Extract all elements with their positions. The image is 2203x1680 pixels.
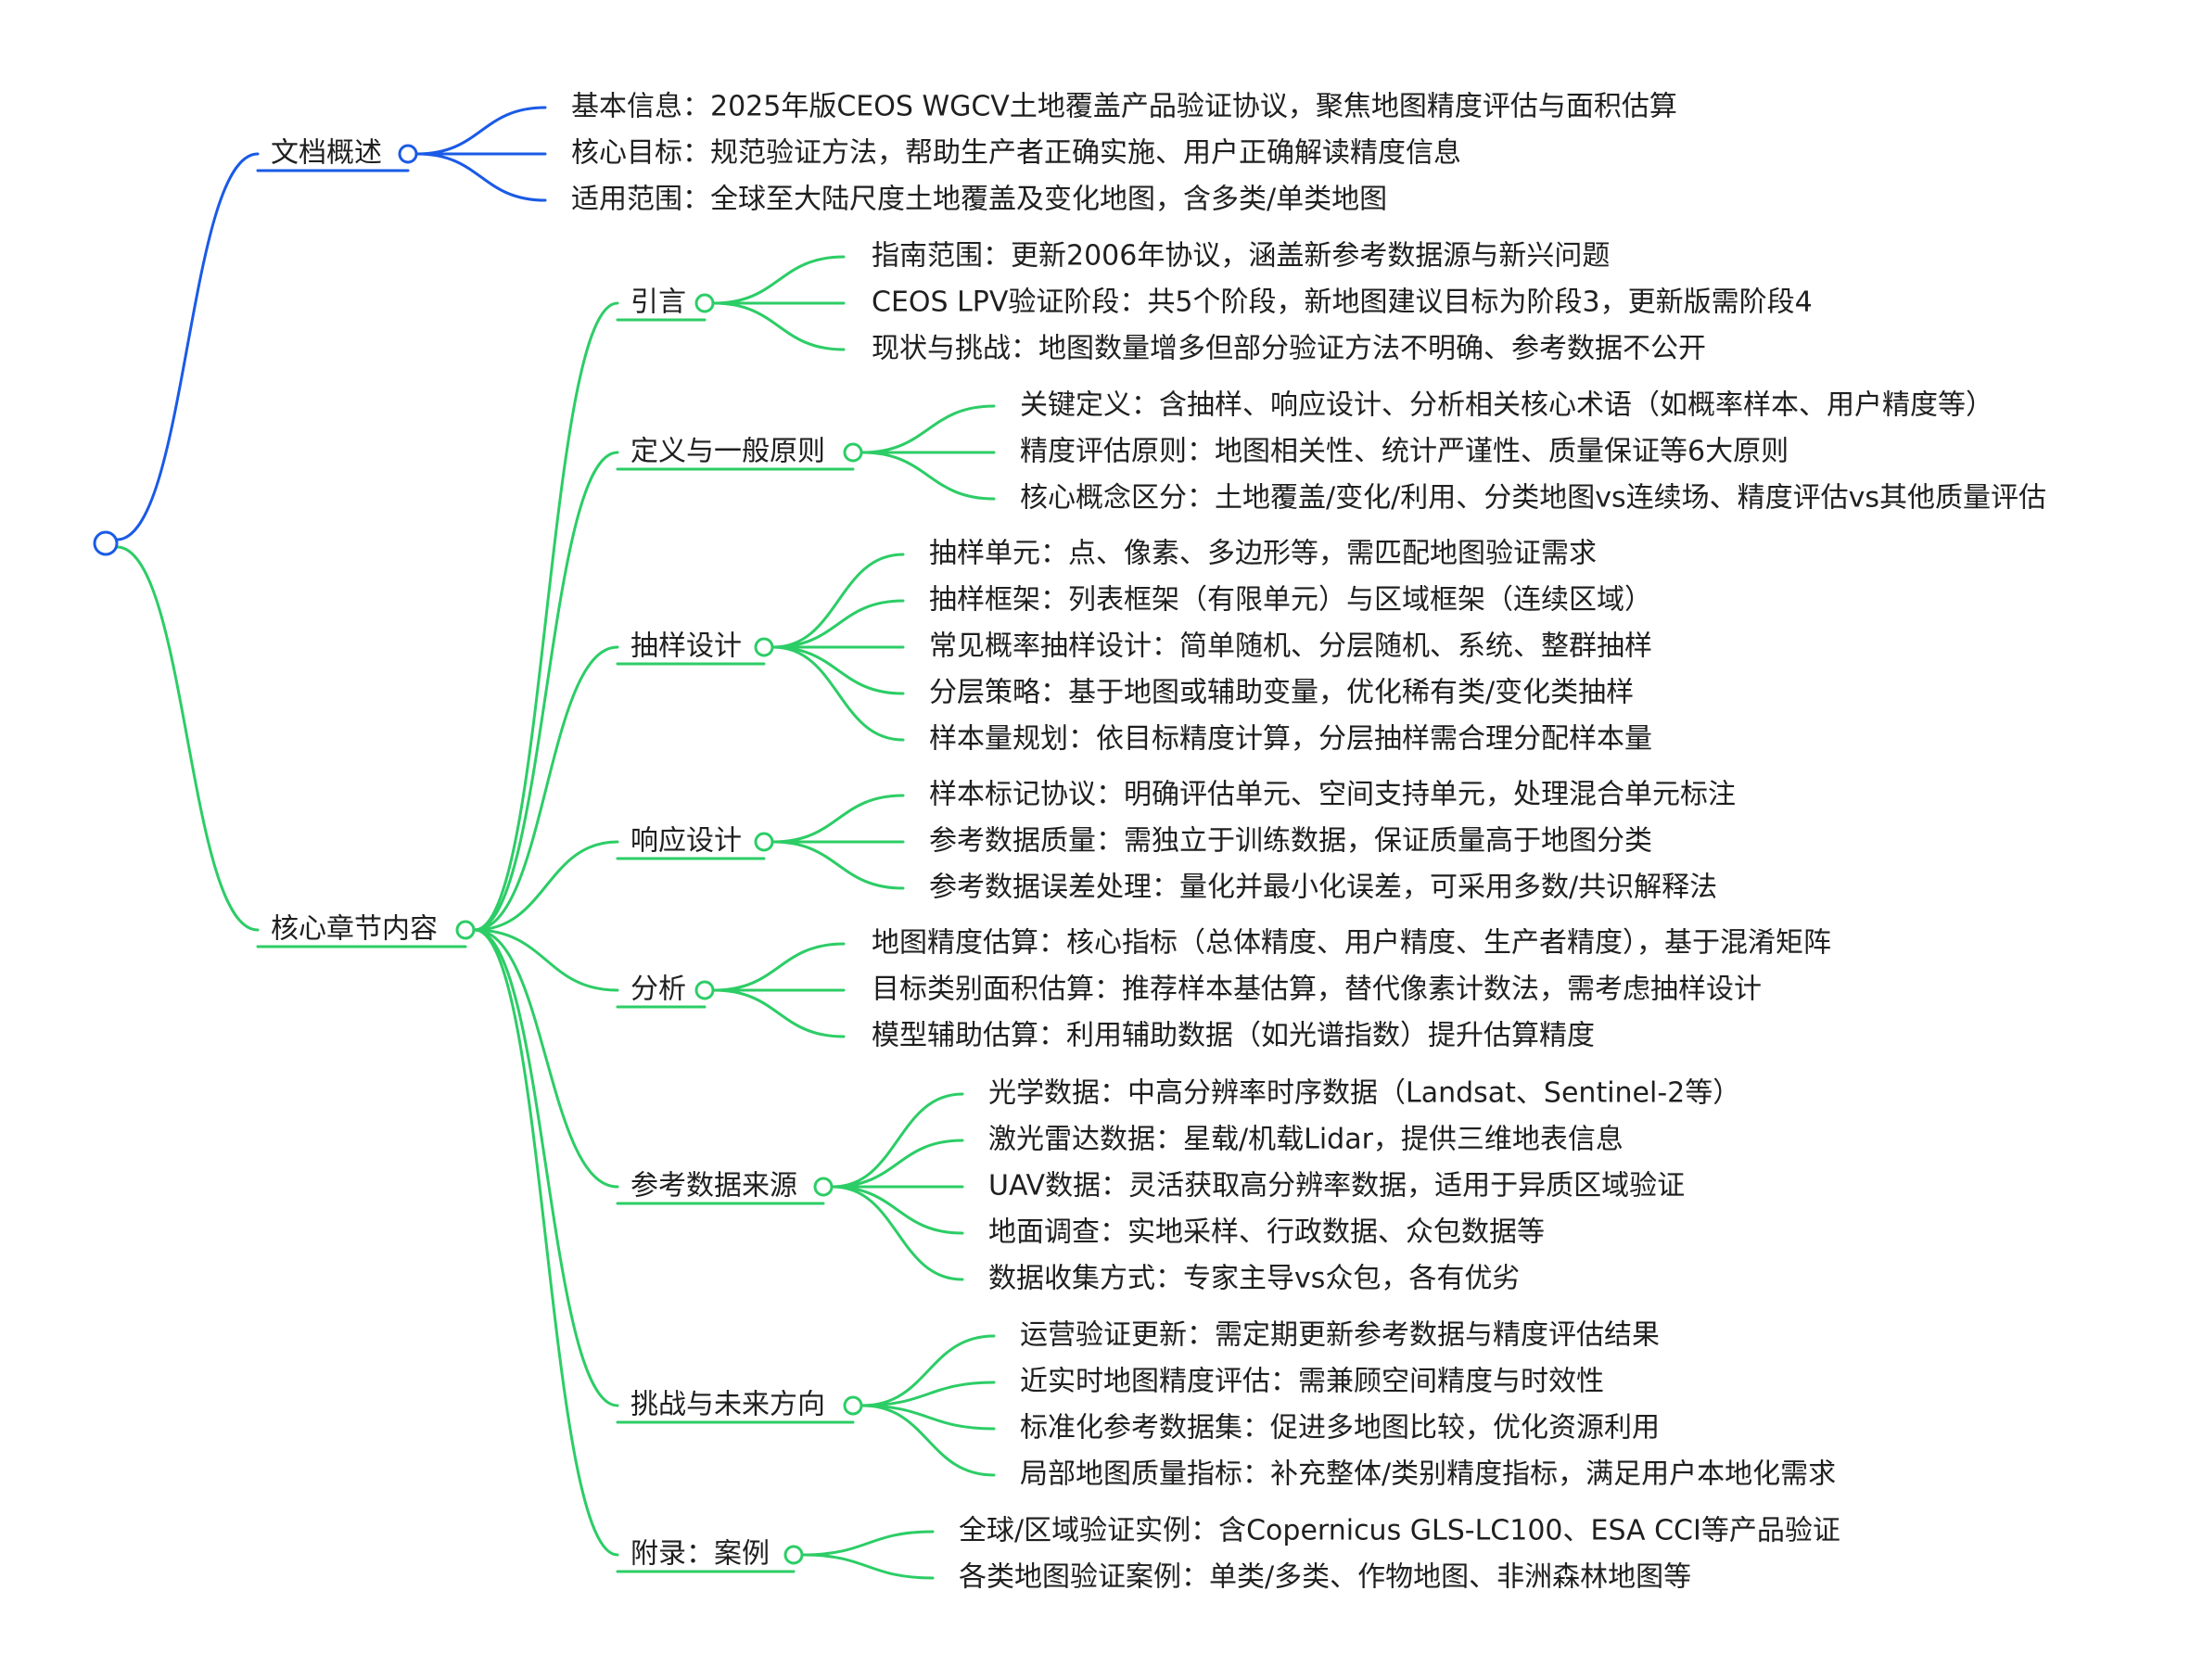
core-section-connector xyxy=(473,928,619,1407)
section-label: 附录：案例 xyxy=(630,1538,770,1571)
branch-core-toggle[interactable] xyxy=(455,920,476,940)
section-item: 标准化参考数据集：促进多地图比较，优化资源利用 xyxy=(1020,1412,1660,1445)
section-item-connector xyxy=(712,255,846,305)
core-section-connector xyxy=(473,301,619,932)
section-toggle[interactable] xyxy=(754,832,774,852)
section-toggle[interactable] xyxy=(694,293,715,313)
section-item: 样本量规划：依目标精度计算，分层抽样需合理分配样本量 xyxy=(929,723,1652,756)
section-item-connector xyxy=(860,451,996,501)
section-item: 光学数据：中高分辨率时序数据（Landsat、Sentinel-2等） xyxy=(988,1077,1740,1110)
section-toggle[interactable] xyxy=(754,637,774,657)
section-item-connector xyxy=(712,942,846,992)
section-item-connector xyxy=(860,1404,996,1477)
section-label: 分析 xyxy=(630,974,686,1006)
section-item-connector xyxy=(771,553,905,649)
section-item: 分层策略：基于地图或辅助变量，优化稀有类/变化类抽样 xyxy=(929,677,1634,709)
section-item-connector xyxy=(860,1404,996,1431)
core-section-connector xyxy=(473,928,619,992)
section-item: 地图精度估算：核心指标（总体精度、用户精度、生产者精度），基于混淆矩阵 xyxy=(872,927,1831,960)
section-item: 运营验证更新：需定期更新参考数据与精度评估结果 xyxy=(1020,1319,1660,1352)
section-item: 参考数据质量：需独立于训练数据，保证质量高于地图分类 xyxy=(929,825,1652,858)
section-item: 局部地图质量指标：补充整体/类别精度指标，满足用户本地化需求 xyxy=(1020,1458,1836,1491)
branch-overview-toggle[interactable] xyxy=(398,144,418,164)
section-item-connector xyxy=(801,1553,935,1580)
section-item-connector xyxy=(831,1139,964,1189)
branch-overview-label: 文档概述 xyxy=(271,137,382,170)
section-item-connector xyxy=(712,988,846,1038)
section-item-connector xyxy=(860,1334,996,1407)
section-item-connector xyxy=(831,1185,964,1235)
section-item-connector xyxy=(771,840,905,890)
section-item: 抽样框架：列表框架（有限单元）与区域框架（连续区域） xyxy=(929,584,1652,617)
section-item: 地面调查：实地采样、行政数据、众包数据等 xyxy=(988,1216,1545,1249)
core-section-connector xyxy=(473,928,619,1189)
root-node[interactable] xyxy=(93,530,119,556)
section-item-connector xyxy=(771,645,905,742)
section-toggle[interactable] xyxy=(843,442,863,463)
section-item: 目标类别面积估算：推荐样本基估算，替代像素计数法，需考虑抽样设计 xyxy=(872,974,1762,1006)
section-label: 抽样设计 xyxy=(630,630,742,663)
section-item: 现状与挑战：地图数量增多但部分验证方法不明确、参考数据不公开 xyxy=(872,333,1706,365)
section-item: 全球/区域验证实例：含Copernicus GLS-LC100、ESA CCI等… xyxy=(959,1515,1840,1547)
root-to-core-connector xyxy=(115,545,260,932)
section-item: 样本标记协议：明确评估单元、空间支持单元，处理混合单元标注 xyxy=(929,779,1736,811)
branch-core-label: 核心章节内容 xyxy=(271,913,438,946)
section-item: 数据收集方式：专家主导vs众包，各有优劣 xyxy=(988,1263,1520,1295)
section-item: 常见概率抽样设计：简单随机、分层随机、系统、整群抽样 xyxy=(929,630,1652,663)
section-item-connector xyxy=(771,794,905,844)
overview-item-connector xyxy=(415,152,547,202)
core-section-connector xyxy=(473,451,619,932)
section-item: 关键定义：含抽样、响应设计、分析相关核心术语（如概率样本、用户精度等） xyxy=(1020,389,1993,422)
section-label: 参考数据来源 xyxy=(630,1170,797,1203)
section-item: CEOS LPV验证阶段：共5个阶段，新地图建议目标为阶段3，更新版需阶段4 xyxy=(872,286,1813,319)
section-item-connector xyxy=(860,404,996,454)
section-item: UAV数据：灵活获取高分辨率数据，适用于异质区域验证 xyxy=(988,1170,1685,1203)
section-item: 各类地图验证案例：单类/多类、作物地图、非洲森林地图等 xyxy=(959,1561,1691,1594)
section-item-connector xyxy=(860,1381,996,1407)
section-label: 定义与一般原则 xyxy=(630,436,825,468)
core-section-connector xyxy=(473,928,619,1557)
section-item: 参考数据误差处理：量化并最小化误差，可采用多数/共识解释法 xyxy=(929,872,1717,904)
section-item: 激光雷达数据：星载/机载Lidar，提供三维地表信息 xyxy=(988,1124,1624,1156)
section-item-connector xyxy=(771,645,905,695)
section-item: 精度评估原则：地图相关性、统计严谨性、质量保证等6大原则 xyxy=(1020,436,1789,468)
overview-item: 核心目标：规范验证方法，帮助生产者正确实施、用户正确解读精度信息 xyxy=(571,137,1461,170)
section-toggle[interactable] xyxy=(783,1545,804,1565)
section-label: 挑战与未来方向 xyxy=(630,1389,825,1421)
section-item: 抽样单元：点、像素、多边形等，需匹配地图验证需求 xyxy=(929,538,1597,570)
core-section-connector xyxy=(473,840,619,932)
overview-item-connector xyxy=(415,106,547,156)
overview-item: 基本信息：2025年版CEOS WGCV土地覆盖产品验证协议，聚焦地图精度评估与… xyxy=(571,91,1677,123)
section-item-connector xyxy=(712,301,846,351)
section-item: 近实时地图精度评估：需兼顾空间精度与时效性 xyxy=(1020,1366,1604,1398)
section-item-connector xyxy=(801,1530,935,1557)
section-item-connector xyxy=(831,1185,964,1281)
core-section-connector xyxy=(473,645,619,932)
section-item: 模型辅助估算：利用辅助数据（如光谱指数）提升估算精度 xyxy=(872,1020,1595,1052)
section-label: 响应设计 xyxy=(630,825,742,858)
section-label: 引言 xyxy=(630,286,686,319)
section-item-connector xyxy=(771,599,905,649)
section-item-connector xyxy=(831,1092,964,1189)
overview-item: 适用范围：全球至大陆尺度土地覆盖及变化地图，含多类/单类地图 xyxy=(571,184,1387,216)
root-to-overview-connector xyxy=(115,152,260,541)
section-item: 核心概念区分：土地覆盖/变化/利用、分类地图vs连续场、精度评估vs其他质量评估 xyxy=(1020,482,2046,515)
section-toggle[interactable] xyxy=(813,1177,834,1197)
section-toggle[interactable] xyxy=(843,1395,863,1416)
section-toggle[interactable] xyxy=(694,980,715,1000)
section-item: 指南范围：更新2006年协议，涵盖新参考数据源与新兴问题 xyxy=(872,240,1610,273)
